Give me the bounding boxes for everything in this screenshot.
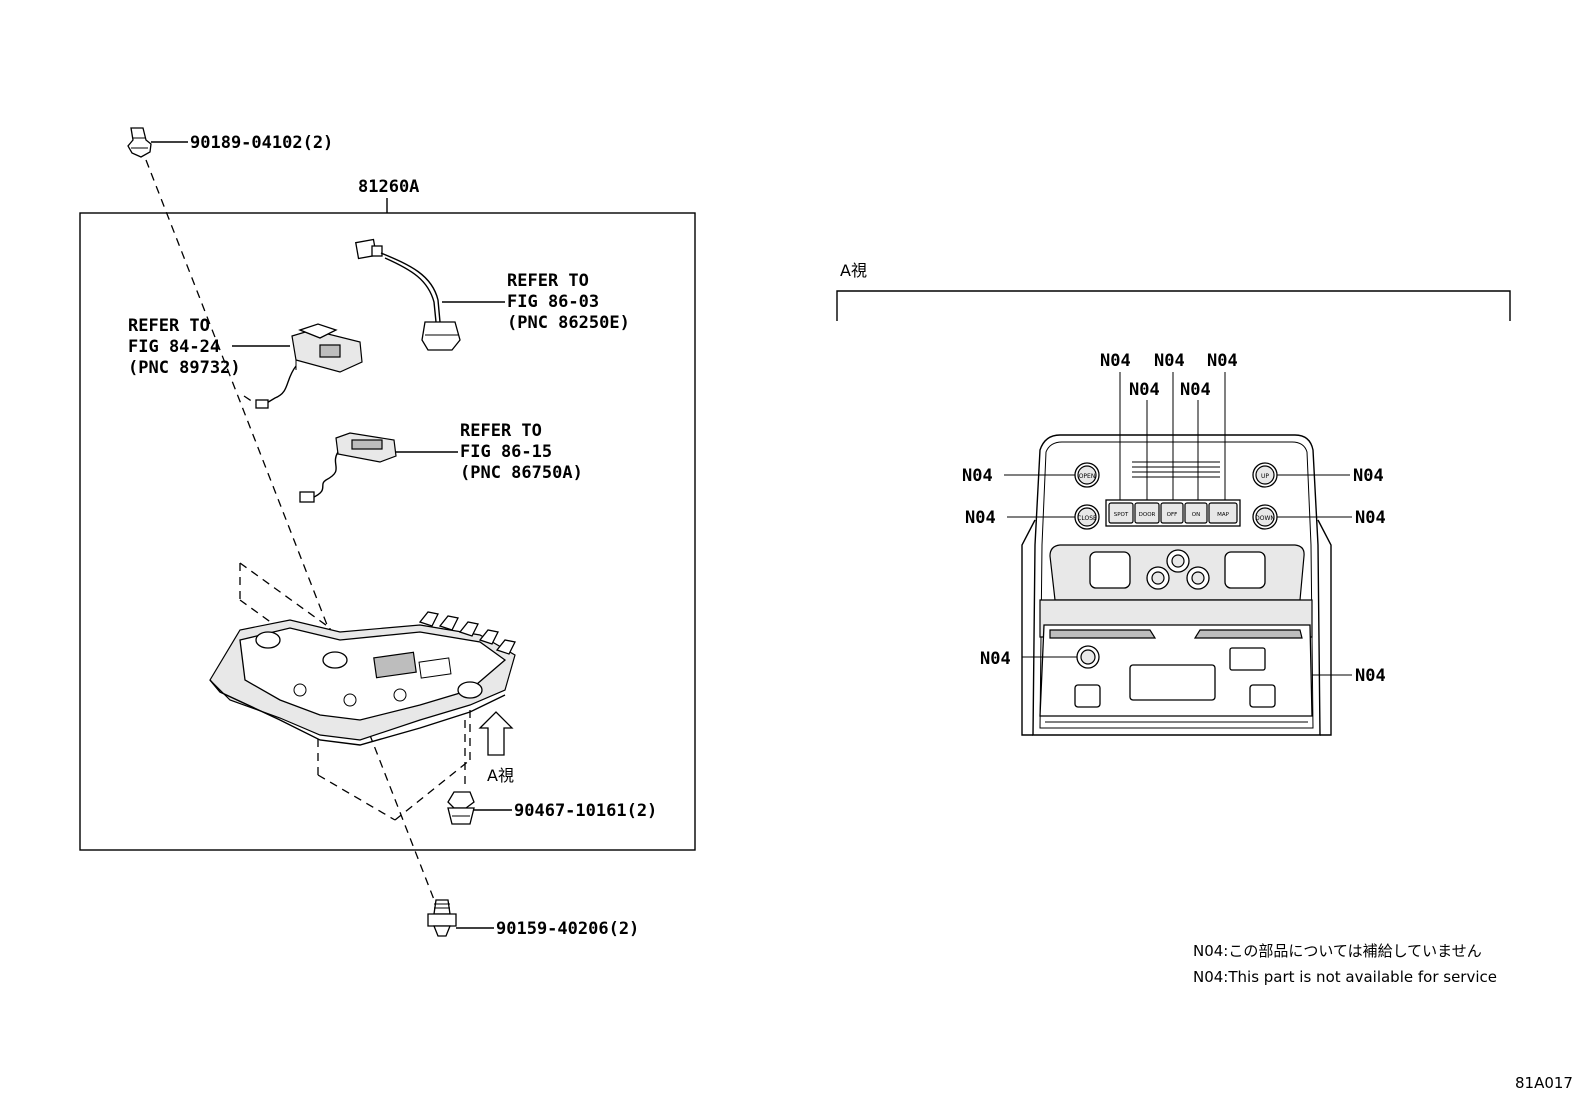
clip-bottom-icon	[447, 791, 475, 825]
n04-label-left1: N04	[962, 466, 993, 486]
spot-lamp-icon	[354, 238, 461, 351]
switch-panel-icon	[299, 432, 397, 503]
ref2-line2: FIG 84-24	[128, 337, 220, 357]
button-up-label: UP	[1261, 473, 1269, 480]
button-map-label: MAP	[1217, 512, 1230, 518]
view-a-arrow-icon	[478, 711, 514, 756]
assembly-group: 90189-04102(2) 81260A REFER TO FIG 86-03…	[79, 127, 696, 939]
note-english: N04:This part is not available for servi…	[1193, 968, 1497, 986]
button-close-label: CLOSE	[1077, 515, 1097, 522]
view-a-arrow-label: A視	[487, 766, 514, 785]
n04-label-right2: N04	[1355, 508, 1386, 528]
button-door-label: DOOR	[1139, 512, 1156, 518]
n04-label-top4: N04	[1129, 380, 1160, 400]
note-japanese: N04:この部品については補給していません	[1193, 942, 1482, 960]
sensor-unit-icon	[243, 323, 363, 409]
ref3-line2: FIG 86-15	[460, 442, 552, 462]
clip-top-icon	[127, 127, 152, 158]
n04-label-top3: N04	[1207, 351, 1238, 371]
ref3-line3: (PNC 86750A)	[460, 463, 583, 483]
n04-label-right3: N04	[1355, 666, 1386, 686]
ref1-line2: FIG 86-03	[507, 292, 599, 312]
part-label-clip-bottom: 90467-10161(2)	[514, 801, 657, 821]
ref2-line1: REFER TO	[128, 316, 210, 336]
screw-alignment-line	[145, 159, 441, 916]
view-a-bracket	[836, 290, 1511, 321]
screw-icon	[427, 899, 457, 937]
assembly-label: 81260A	[358, 177, 419, 197]
figure-id: 81A017	[1515, 1074, 1573, 1092]
n04-label-top1: N04	[1100, 351, 1131, 371]
n04-label-left2: N04	[965, 508, 996, 528]
ref3-line1: REFER TO	[460, 421, 542, 441]
n04-label-right1: N04	[1353, 466, 1384, 486]
overhead-console-icon	[1021, 434, 1332, 736]
assembly-frame	[79, 212, 696, 851]
view-a-section-label: A視	[840, 261, 867, 280]
button-spot-label: SPOT	[1114, 512, 1129, 518]
n04-label-top2: N04	[1154, 351, 1185, 371]
button-open-label: OPEN	[1079, 473, 1096, 480]
part-label-screw: 90159-40206(2)	[496, 919, 639, 939]
console-base-icon	[209, 562, 516, 821]
view-a-group: A視 N04 N04 N04 N04 N04	[836, 261, 1511, 736]
ref1-line3: (PNC 86250E)	[507, 313, 630, 333]
n04-label-left3: N04	[980, 649, 1011, 669]
ref2-line3: (PNC 89732)	[128, 358, 241, 378]
n04-label-top5: N04	[1180, 380, 1211, 400]
button-on-label: ON	[1192, 512, 1200, 518]
button-down-label: DOWN	[1255, 515, 1275, 522]
button-off-label: OFF	[1167, 512, 1178, 518]
part-label-clip-top: 90189-04102(2)	[190, 133, 333, 153]
ref1-line1: REFER TO	[507, 271, 589, 291]
